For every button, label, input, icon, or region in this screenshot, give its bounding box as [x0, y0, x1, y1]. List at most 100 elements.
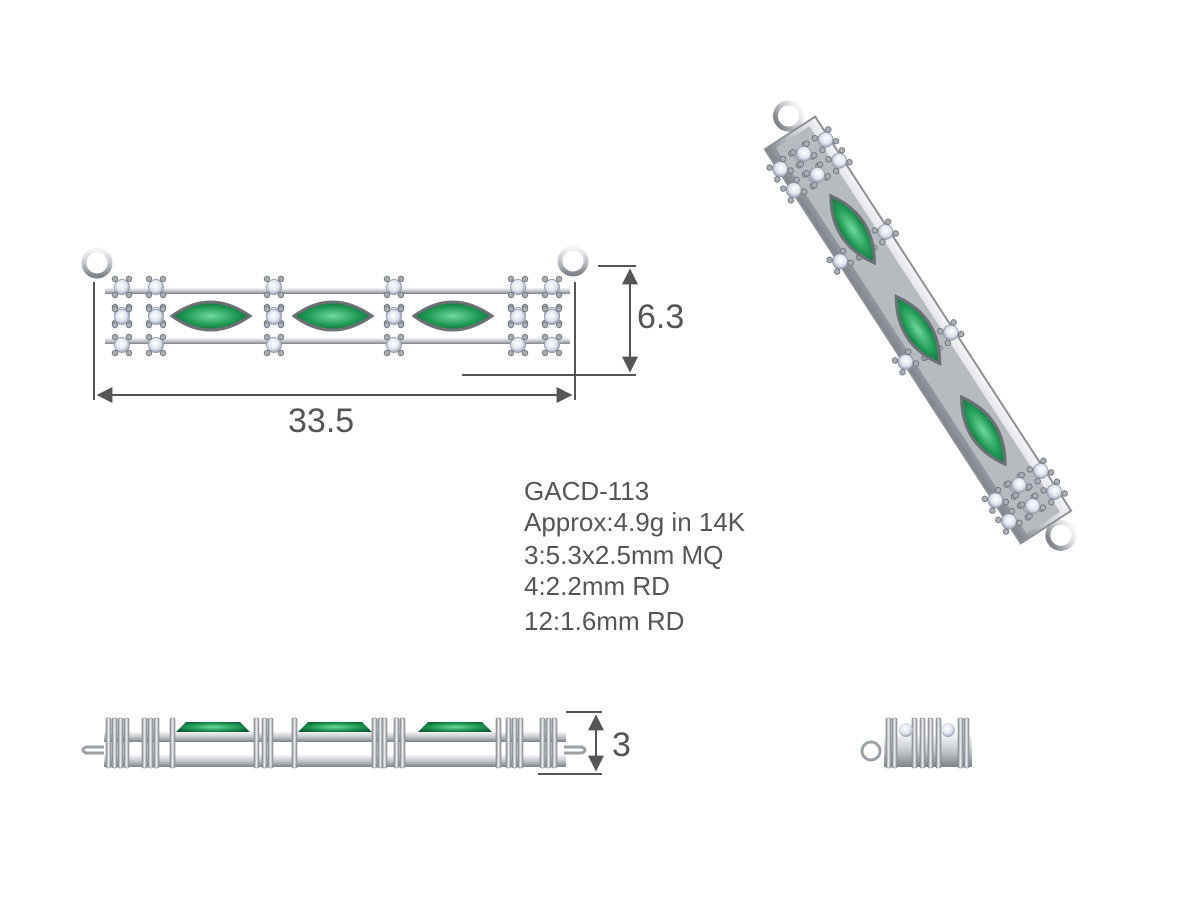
- prong-bead: [555, 333, 563, 341]
- prong-bead: [125, 333, 133, 341]
- round-diamond: [148, 309, 164, 325]
- prong-bead: [397, 305, 405, 313]
- prong-bead: [159, 291, 167, 299]
- prong-bead: [1005, 480, 1012, 487]
- prong-bead: [766, 164, 773, 171]
- prong-wire: [147, 717, 154, 769]
- front-bar-top-rail: [105, 288, 570, 294]
- prong-bead: [277, 321, 285, 329]
- prong-bead: [507, 333, 515, 341]
- prong-wire: [105, 717, 112, 769]
- marquise-stone-spec: 3:5.3x2.5mm MQ: [524, 540, 724, 570]
- small-round-stone-spec: 12:1.6mm RD: [524, 606, 685, 636]
- prong-bead: [541, 275, 549, 283]
- prong-bead: [111, 333, 119, 341]
- prong-wire: [505, 717, 512, 769]
- prong-wire: [963, 717, 970, 769]
- prong-bead: [383, 349, 391, 357]
- end-view-diamond: [941, 723, 955, 737]
- side-bar-base: [104, 755, 566, 767]
- side-prongs: [105, 717, 558, 769]
- prong-bead: [1008, 507, 1015, 515]
- prong-bead: [803, 140, 810, 147]
- round-diamond: [148, 337, 164, 353]
- round-diamond: [266, 309, 282, 325]
- marquise-emerald: [960, 394, 1007, 467]
- prong-bead: [397, 349, 405, 357]
- prong-bead: [892, 230, 900, 237]
- prong-bead: [111, 291, 119, 299]
- prong-bead: [541, 305, 549, 313]
- front-marquise-emeralds: [169, 300, 495, 332]
- design-code: GACD-113: [524, 476, 650, 506]
- prong-bead: [994, 486, 1002, 494]
- prong-bead: [936, 327, 944, 335]
- prong-bead: [879, 239, 886, 246]
- prong-wire: [957, 717, 964, 769]
- prong-bead: [793, 176, 800, 184]
- prong-bead: [1026, 466, 1034, 473]
- prong-bead: [1026, 513, 1033, 520]
- jump-ring-bottom: [1045, 519, 1077, 551]
- prong-bead: [263, 305, 271, 313]
- prong-bead: [145, 291, 153, 299]
- height-dimension-label: 6.3: [637, 298, 684, 336]
- prong-bead: [383, 305, 391, 313]
- side-bar-body: [104, 732, 566, 742]
- prong-wire: [267, 717, 274, 769]
- prong-bead: [541, 291, 549, 299]
- round-diamond: [772, 161, 789, 178]
- prong-bead: [145, 333, 153, 341]
- prong-bead: [847, 259, 854, 267]
- prong-bead: [159, 275, 167, 283]
- round-diamond: [114, 279, 130, 295]
- round-diamond: [148, 279, 164, 295]
- prong-bead: [1032, 492, 1039, 500]
- prong-wire: [545, 717, 552, 769]
- prong-bead: [541, 321, 549, 329]
- prong-bead: [826, 256, 833, 264]
- round-diamond: [510, 309, 526, 325]
- prong-bead: [810, 152, 818, 159]
- prong-bead: [521, 333, 529, 341]
- prong-bead: [521, 305, 529, 313]
- round-diamond: [386, 309, 402, 325]
- end-view-prongs: [885, 717, 970, 769]
- prong-bead: [159, 349, 167, 357]
- prong-wire: [381, 717, 388, 769]
- prong-bead: [1034, 478, 1041, 485]
- prong-bead: [111, 349, 119, 357]
- round-diamond: [386, 337, 402, 353]
- metal-weight: Approx:4.9g in 14K: [524, 507, 746, 537]
- prong-wire: [399, 717, 406, 769]
- round-diamond: [544, 279, 560, 295]
- prong-bead: [383, 291, 391, 299]
- prong-bead: [787, 167, 794, 174]
- prong-wire: [261, 717, 268, 769]
- side-loop-left: [81, 745, 104, 755]
- side-loop-right: [564, 745, 587, 755]
- prong-wire: [551, 717, 558, 769]
- large-round-stone-spec: 4:2.2mm RD: [524, 571, 670, 601]
- round-diamond: [897, 354, 914, 371]
- round-diamond: [544, 309, 560, 325]
- prong-wire: [153, 717, 160, 769]
- prong-bead: [1002, 498, 1009, 506]
- prong-bead: [397, 291, 405, 299]
- prong-bead: [555, 321, 563, 329]
- prong-bead: [819, 146, 826, 154]
- prong-bead: [832, 167, 840, 175]
- prong-bead: [779, 155, 787, 163]
- round-diamond: [1024, 498, 1041, 515]
- front-view: 33.5 6.3: [81, 245, 684, 440]
- marquise-emerald: [291, 300, 375, 332]
- prong-bead: [507, 305, 515, 313]
- prong-wire: [253, 717, 260, 769]
- side-view: 3: [81, 711, 631, 775]
- prong-bead: [789, 149, 797, 156]
- prong-bead: [885, 218, 892, 225]
- prong-bead: [541, 333, 549, 341]
- round-diamond: [1046, 483, 1063, 500]
- prong-wire: [169, 717, 176, 769]
- front-diamond-clusters: [111, 275, 563, 357]
